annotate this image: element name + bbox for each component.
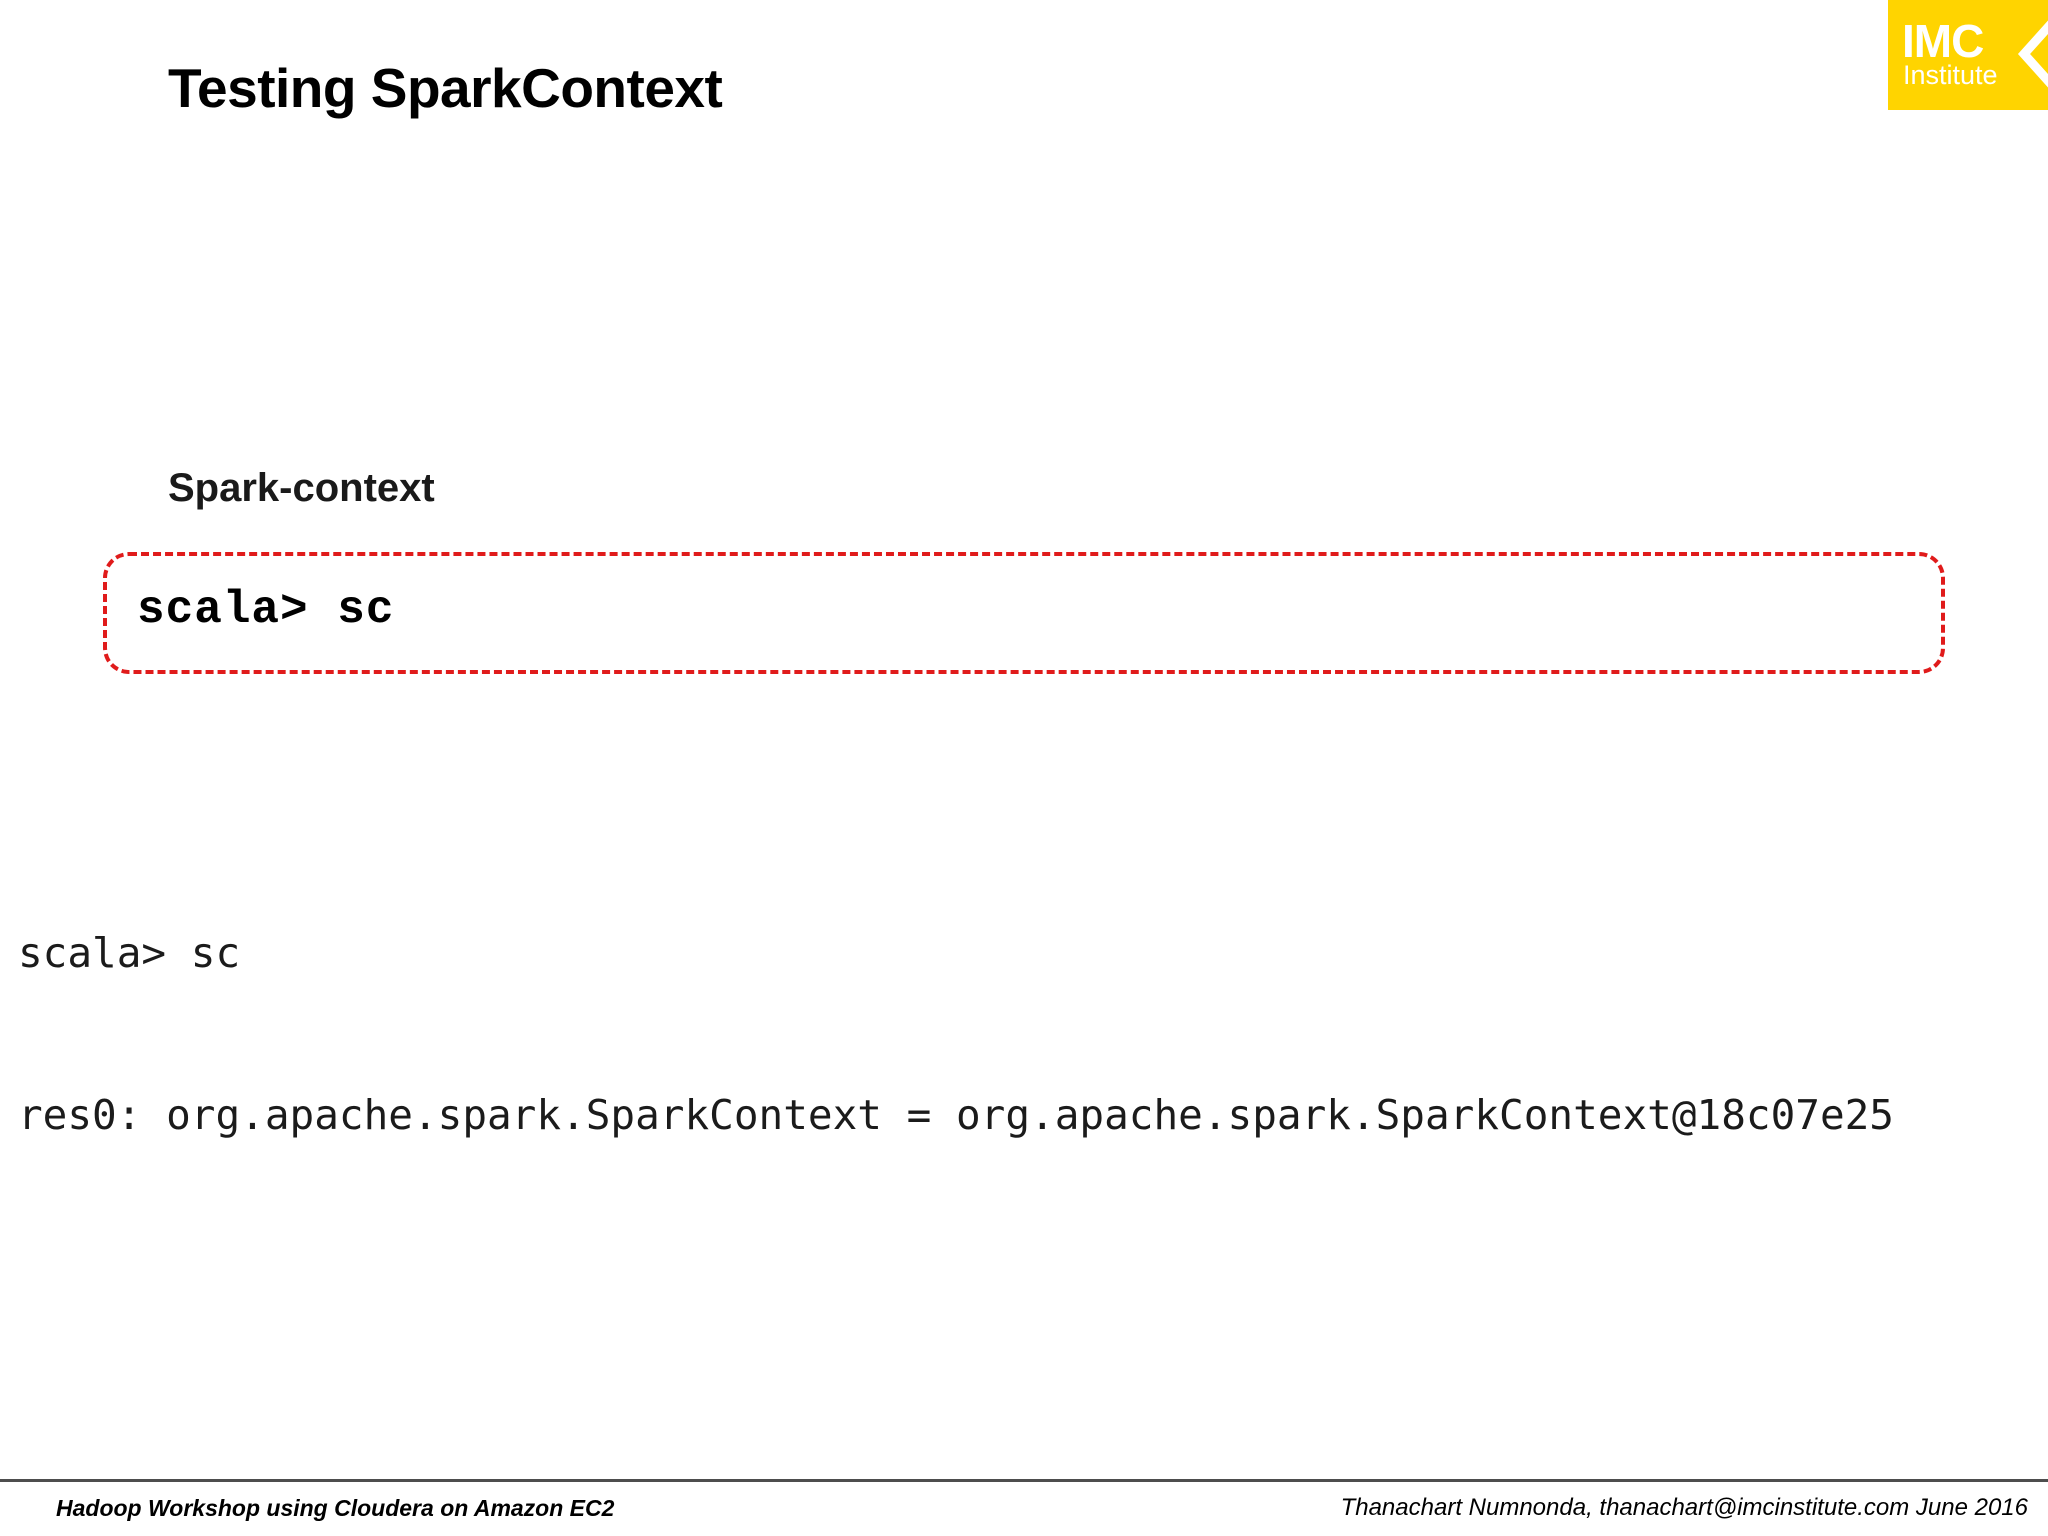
command-text: scala> sc	[137, 584, 395, 636]
terminal-output-block: scala> sc res0: org.apache.spark.SparkCo…	[18, 818, 1894, 1250]
section-heading: Spark-context	[168, 466, 435, 510]
footer-author-label: Thanachart Numnonda, thanachart@imcinsti…	[1340, 1494, 2028, 1521]
page-title: Testing SparkContext	[168, 57, 723, 119]
terminal-line: res0: org.apache.spark.SparkContext = or…	[18, 1091, 1894, 1139]
logo-secondary-text: Institute	[1903, 60, 1998, 90]
chevron-left-icon	[2017, 20, 2048, 88]
imc-institute-logo: IMC Institute	[1888, 0, 2048, 110]
footer-divider	[0, 1479, 2048, 1482]
logo-primary-text: IMC	[1902, 15, 1984, 67]
command-callout-box: scala> sc	[103, 552, 1945, 674]
footer-workshop-label: Hadoop Workshop using Cloudera on Amazon…	[56, 1495, 615, 1521]
terminal-line: scala> sc	[18, 929, 241, 977]
